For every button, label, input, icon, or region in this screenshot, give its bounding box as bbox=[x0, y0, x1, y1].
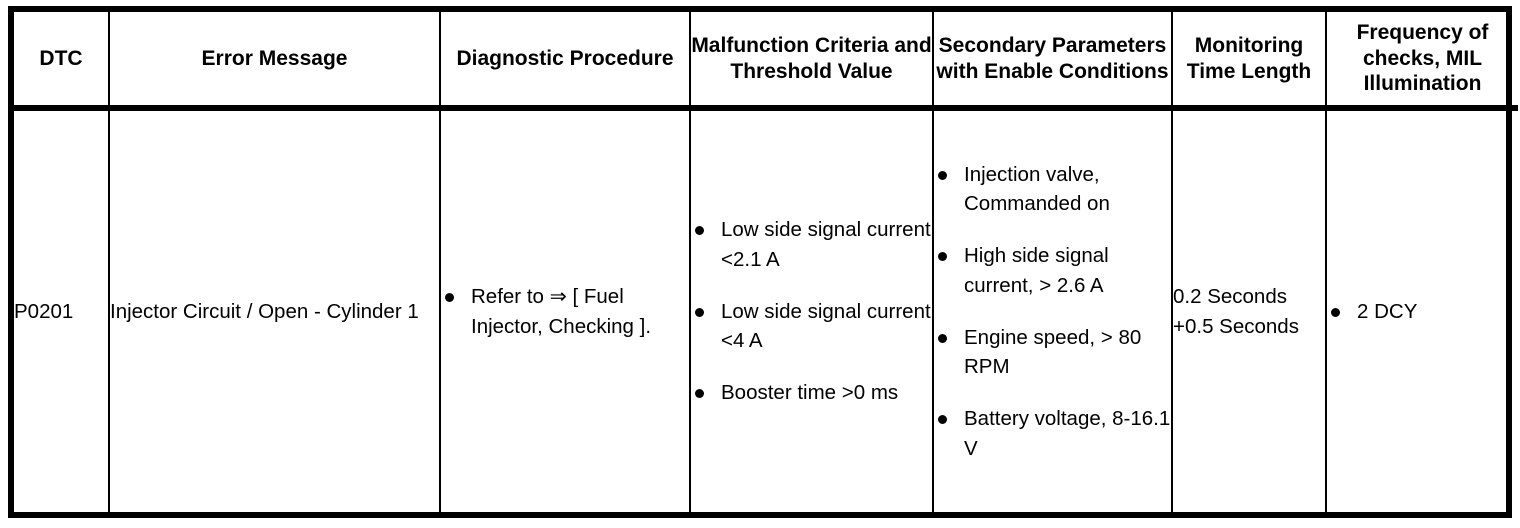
column-header-frequency-of-checks: Frequency of checks, MIL Illumination bbox=[1325, 12, 1518, 111]
cell-monitoring-time-length: 0.2 Seconds +0.5 Seconds bbox=[1171, 108, 1327, 512]
dtc-table-container: DTC Error Message Diagnostic Procedure M… bbox=[8, 6, 1518, 518]
list-item: Battery voltage, 8-16.1 V bbox=[934, 404, 1171, 463]
header-row: DTC Error Message Diagnostic Procedure M… bbox=[14, 12, 1518, 111]
list-item: Low side signal current <4 A bbox=[691, 297, 932, 356]
list-item: Engine speed, > 80 RPM bbox=[934, 323, 1171, 382]
cell-malfunction-criteria: Low side signal current <2.1 A Low side … bbox=[689, 108, 934, 512]
list-item: Booster time >0 ms bbox=[691, 378, 932, 408]
list-item: Low side signal current <2.1 A bbox=[691, 215, 932, 274]
diagnostic-procedure-list: Refer to ⇒ [ Fuel Injector, Checking ]. bbox=[441, 282, 689, 341]
column-header-diagnostic-procedure: Diagnostic Procedure bbox=[439, 12, 691, 111]
cell-dtc: P0201 bbox=[14, 108, 110, 512]
dtc-table: DTC Error Message Diagnostic Procedure M… bbox=[14, 12, 1518, 512]
table-row: P0201 Injector Circuit / Open - Cylinder… bbox=[14, 108, 1518, 512]
column-header-error-message: Error Message bbox=[108, 12, 441, 111]
table-body: P0201 Injector Circuit / Open - Cylinder… bbox=[14, 108, 1518, 512]
list-item: High side signal current, > 2.6 A bbox=[934, 241, 1171, 300]
malfunction-criteria-list: Low side signal current <2.1 A Low side … bbox=[691, 215, 932, 408]
cell-frequency-of-checks: 2 DCY bbox=[1325, 108, 1518, 512]
column-header-secondary-parameters: Secondary Parameters with Enable Conditi… bbox=[932, 12, 1173, 111]
list-item: Injection valve, Commanded on bbox=[934, 160, 1171, 219]
cell-diagnostic-procedure: Refer to ⇒ [ Fuel Injector, Checking ]. bbox=[439, 108, 691, 512]
cell-secondary-parameters: Injection valve, Commanded on High side … bbox=[932, 108, 1173, 512]
column-header-dtc: DTC bbox=[14, 12, 110, 111]
column-header-monitoring-time-length: Monitoring Time Length bbox=[1171, 12, 1327, 111]
list-item: Refer to ⇒ [ Fuel Injector, Checking ]. bbox=[441, 282, 689, 341]
cell-error-message: Injector Circuit / Open - Cylinder 1 bbox=[108, 108, 441, 512]
list-item: 2 DCY bbox=[1327, 297, 1518, 327]
column-header-malfunction-criteria: Malfunction Criteria and Threshold Value bbox=[689, 12, 934, 111]
secondary-parameters-list: Injection valve, Commanded on High side … bbox=[934, 160, 1171, 464]
frequency-of-checks-list: 2 DCY bbox=[1327, 297, 1518, 327]
table-header: DTC Error Message Diagnostic Procedure M… bbox=[14, 12, 1518, 111]
